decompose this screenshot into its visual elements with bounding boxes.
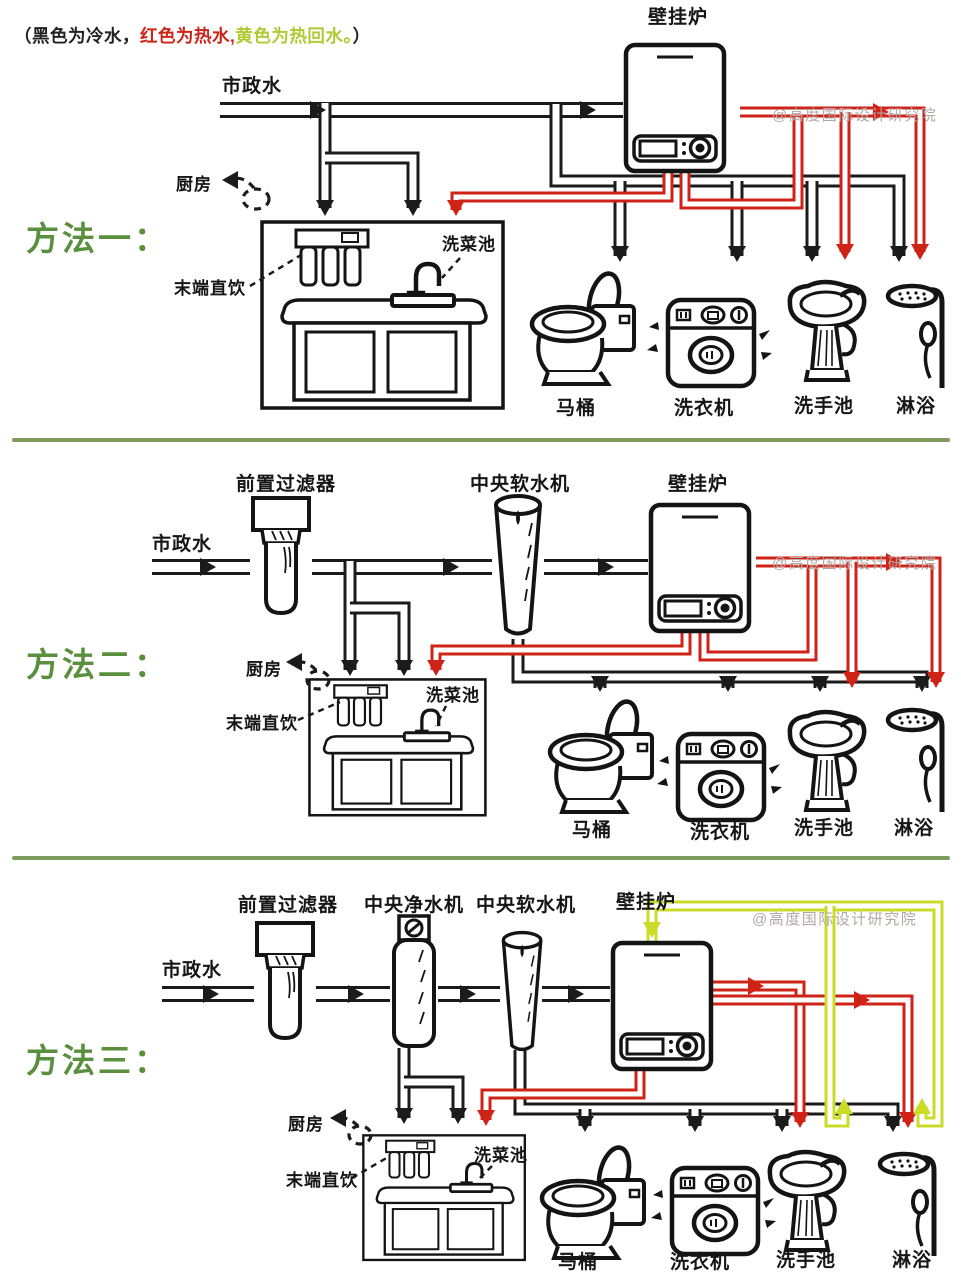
municipal-water-label: 市政水 — [152, 532, 212, 555]
kitchen-sink-leader — [479, 1165, 493, 1179]
kitchen-doodle — [330, 1109, 373, 1146]
boiler-label: 壁挂炉 — [616, 890, 676, 913]
terminal-drinking-leader — [297, 700, 341, 722]
municipal-water-label: 市政水 — [222, 74, 282, 97]
kitchen-doodle — [286, 653, 331, 691]
washer-label: 洗衣机 — [670, 1250, 730, 1273]
terminal-drinking-label: 末端直饮 — [226, 713, 298, 733]
washing-machine-figure — [647, 300, 772, 386]
toilet-figure — [542, 1144, 644, 1258]
method-2-title: 方法二： — [26, 646, 170, 683]
boiler-device — [626, 45, 724, 171]
kitchen-sink-leader — [434, 705, 448, 727]
terminal-drinking-label: 末端直饮 — [286, 1170, 358, 1190]
purifier-device — [392, 914, 436, 1048]
method-2-section: @高度国际设计研究院 方法二： 市政水 前置过滤器 中央软水机 壁挂炉 厨房 末… — [26, 472, 945, 843]
shower-label: 淋浴 — [894, 816, 934, 839]
cold-pipes-1 — [220, 102, 906, 256]
boiler-device — [613, 943, 711, 1069]
washing-machine-figure — [657, 734, 782, 820]
shower-label: 淋浴 — [896, 394, 936, 417]
shower-figure — [888, 710, 942, 812]
watermark: @高度国际设计研究院 — [772, 554, 937, 572]
toilet-figure — [550, 698, 652, 812]
washer-label: 洗衣机 — [674, 396, 734, 419]
hand-basin-figure — [770, 1152, 844, 1250]
method-1-section: @高度国际设计研究院 （黑色为冷水，红色为热水,黄色为热回水。） 方法一： 市政… — [14, 5, 961, 419]
toilet-label: 马桶 — [572, 818, 612, 841]
basin-label: 洗手池 — [794, 394, 854, 417]
method-3-section: @高度国际设计研究院 方法三： 市政水 前置过滤器 中央净水机 中央软水机 壁挂… — [26, 890, 944, 1273]
method-3-title: 方法三： — [26, 1042, 170, 1079]
kitchen-label: 厨房 — [246, 659, 282, 679]
hot-pipes-3 — [480, 980, 914, 1122]
section-divider-1 — [12, 438, 950, 442]
shower-figure — [880, 1154, 934, 1256]
toilet-figure — [532, 270, 634, 384]
prefilter-device — [255, 921, 315, 1040]
municipal-water-label: 市政水 — [162, 958, 222, 981]
softener-device — [494, 494, 542, 636]
boiler-device — [651, 505, 749, 631]
shower-figure — [888, 286, 942, 388]
basin-label: 洗手池 — [776, 1248, 836, 1271]
softener-label: 中央软水机 — [476, 893, 576, 916]
hand-basin-figure — [790, 712, 864, 810]
softener-label: 中央软水机 — [470, 472, 570, 495]
purifier-label: 中央净水机 — [364, 893, 464, 916]
section-divider-2 — [12, 856, 950, 860]
return-pipes-3 — [646, 900, 944, 1128]
basin-label: 洗手池 — [794, 816, 854, 839]
terminal-drinking-leader — [351, 1154, 391, 1180]
softener-device — [501, 930, 543, 1052]
prefilter-label: 前置过滤器 — [238, 893, 338, 916]
kitchen-doodle — [222, 171, 271, 211]
prefilter-device — [251, 496, 311, 615]
legend: （黑色为冷水，红色为热水,黄色为热回水。） — [14, 26, 371, 46]
boiler-label: 壁挂炉 — [648, 5, 708, 28]
watermark: @高度国际设计研究院 — [752, 910, 917, 928]
hand-basin-figure — [790, 282, 864, 380]
toilet-label: 马桶 — [556, 396, 596, 419]
washing-machine-figure — [651, 1168, 776, 1254]
prefilter-label: 前置过滤器 — [236, 472, 336, 495]
boiler-label: 壁挂炉 — [668, 472, 728, 495]
kitchen-label: 厨房 — [288, 1114, 324, 1134]
terminal-drinking-label: 末端直饮 — [174, 278, 246, 298]
kitchen-label: 厨房 — [176, 174, 212, 194]
toilet-label: 马桶 — [558, 1250, 598, 1273]
kitchen-sink-label: 洗菜池 — [474, 1145, 528, 1165]
kitchen-sink-label: 洗菜池 — [426, 685, 480, 705]
kitchen-sink-label: 洗菜池 — [442, 234, 496, 254]
watermark: @高度国际设计研究院 — [772, 106, 937, 124]
method-1-title: 方法一： — [26, 220, 170, 257]
kitchen-sink-leader — [441, 257, 461, 279]
shower-label: 淋浴 — [892, 1248, 932, 1271]
washer-label: 洗衣机 — [690, 820, 750, 843]
